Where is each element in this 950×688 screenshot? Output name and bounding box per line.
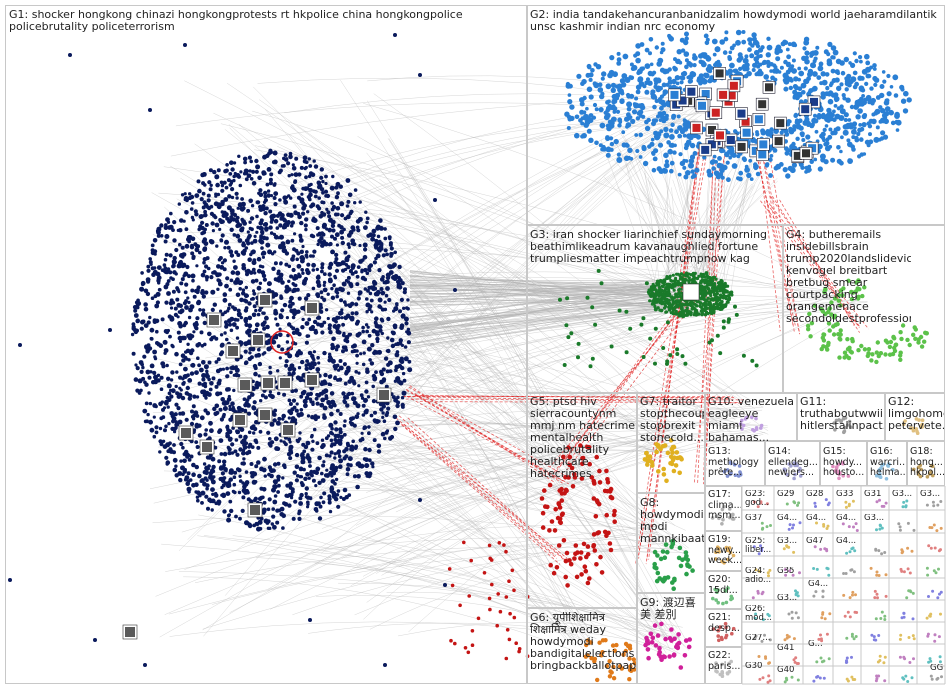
network-graph: G1: shocker hongkong chinazi hongkongpro…: [0, 0, 950, 688]
